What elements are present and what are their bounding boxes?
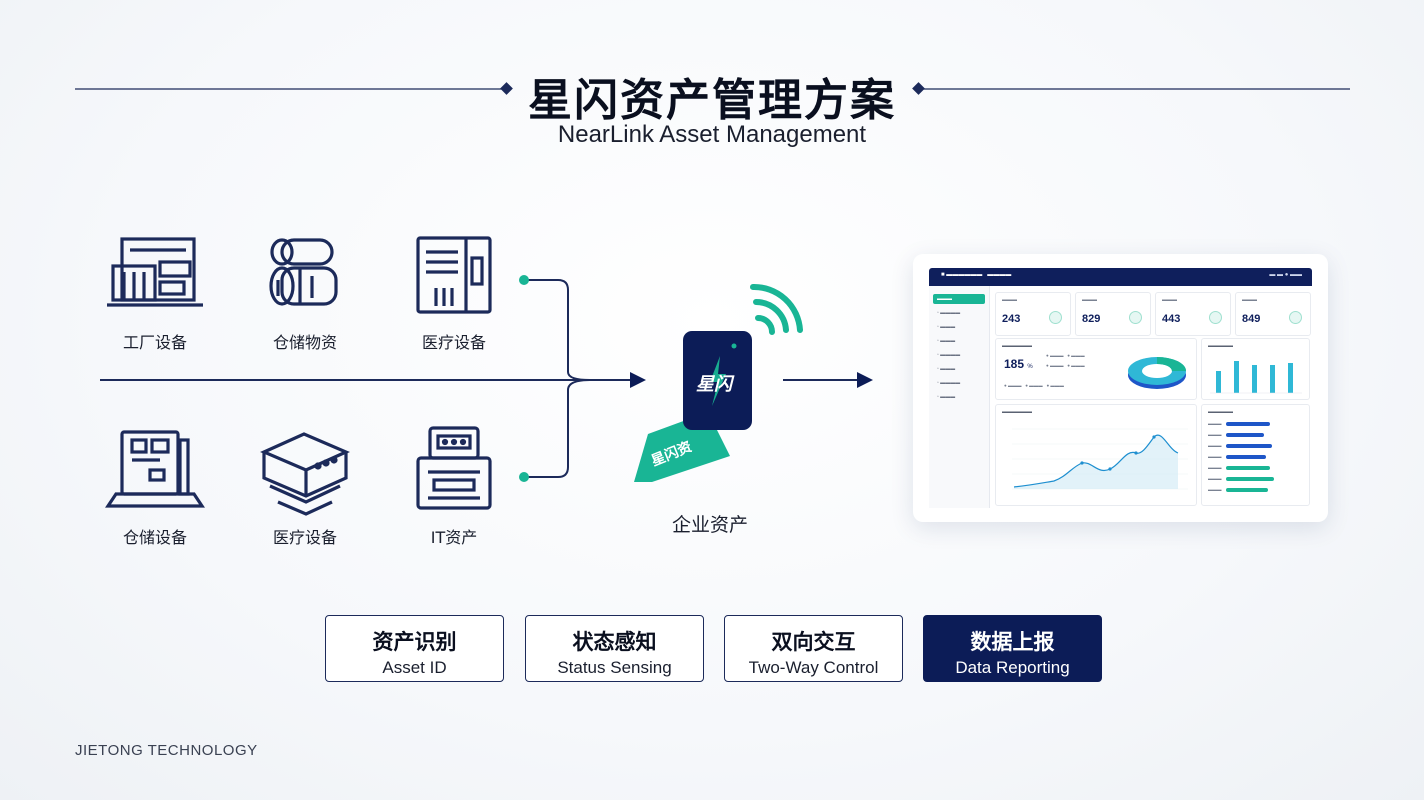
bar-chart: [1210, 361, 1302, 394]
enterprise-asset-label: 企业资产: [671, 514, 748, 536]
page-title: 星闪资产管理方案: [528, 75, 896, 126]
dashboard-user: ▬ ▬ ● ▬▬: [1269, 272, 1302, 278]
device-label-warehouse-supplies: 仓储物资: [272, 333, 337, 352]
feature-title: 双向交互: [771, 630, 856, 654]
feature-two-way-control: 双向交互 Two-Way Control: [724, 615, 903, 682]
sidebar-item: ▫ ▬▬▬: [937, 366, 956, 372]
dashboard-topbar: ■ ▬▬▬▬▬▬ ▬▬▬▬ ▬ ▬ ● ▬▬: [929, 268, 1312, 286]
device-label-factory: 工厂设备: [122, 333, 187, 352]
sidebar-item: ▫ ▬▬▬▬: [937, 380, 961, 386]
sidebar-item: ▫ ▬▬▬: [937, 394, 956, 400]
arrow-to-tag-icon: [630, 372, 646, 388]
factory-equipment-icon: [107, 237, 203, 307]
sidebar-item: ▫ ▬▬▬: [937, 338, 956, 344]
connector-lines: [100, 279, 630, 478]
tag-led-icon: [731, 343, 737, 349]
arrow-to-dashboard-icon: [857, 372, 873, 388]
medical-device-icon: [416, 236, 492, 314]
feature-title: 数据上报: [970, 630, 1055, 654]
title-decoration-left: [75, 82, 513, 95]
dashboard-logo: ■ ▬▬▬▬▬▬ ▬▬▬▬: [941, 272, 1012, 278]
device-label-warehouse-equipment: 仓储设备: [122, 528, 187, 547]
device-label-medical-2: 医疗设备: [272, 528, 337, 547]
tag-device-text: 星闪: [696, 374, 732, 395]
feature-subtitle: Data Reporting: [955, 658, 1070, 677]
kpi-card: ▬▬▬443: [1155, 292, 1231, 336]
feature-subtitle: Asset ID: [382, 658, 447, 677]
feature-title: 资产识别: [372, 630, 457, 654]
feature-status-sensing: 状态感知 Status Sensing: [525, 615, 704, 682]
connector-dot-bottom: [519, 472, 529, 482]
title-decoration-right: [912, 82, 1350, 95]
medical-server-icon: [260, 432, 350, 516]
company-name: JIETONG TECHNOLOGY: [75, 742, 258, 759]
sidebar-item: ▫ ▬▬▬▬: [937, 352, 961, 358]
status-value: 185 %: [1004, 357, 1033, 371]
warehouse-equipment-icon: [105, 430, 205, 508]
lightning-bolt-icon: [710, 356, 726, 406]
sidebar-item: ▫ ▬▬▬▬: [937, 310, 961, 316]
page-subtitle: NearLink Asset Management: [557, 121, 867, 148]
device-label-medical: 医疗设备: [421, 333, 486, 352]
kpi-card: ▬▬▬849: [1235, 292, 1311, 336]
line-chart: [1012, 428, 1188, 490]
sidebar-item-active: ▬▬▬: [933, 294, 985, 304]
donut-chart: [1128, 357, 1186, 389]
device-label-it-asset: IT资产: [430, 528, 478, 547]
feature-data-reporting: 数据上报 Data Reporting: [923, 615, 1102, 682]
dashboard-sidebar: ▬▬▬ ▫ ▬▬▬▬ ▫ ▬▬▬ ▫ ▬▬▬ ▫ ▬▬▬▬ ▫ ▬▬▬ ▫ ▬▬…: [929, 286, 990, 508]
status-panel: ▬▬▬▬▬▬ 185 % ● ▬▬▬ ● ▬▬▬ ● ▬▬▬ ● ▬▬▬ ● ▬…: [995, 338, 1197, 400]
dashboard-preview: ■ ▬▬▬▬▬▬ ▬▬▬▬ ▬ ▬ ● ▬▬ ▬▬▬ ▫ ▬▬▬▬ ▫ ▬▬▬ …: [913, 254, 1328, 522]
wireless-signal-icon: [750, 283, 803, 335]
feature-asset-id: 资产识别 Asset ID: [325, 615, 504, 682]
connector-dot-top: [519, 275, 529, 285]
feature-subtitle: Two-Way Control: [748, 658, 879, 677]
sidebar-item: ▫ ▬▬▬: [937, 324, 956, 330]
kpi-card: ▬▬▬243: [995, 292, 1071, 336]
kpi-card: ▬▬▬829: [1075, 292, 1151, 336]
it-asset-icon: [416, 426, 492, 510]
warehouse-supplies-icon: [269, 238, 338, 306]
line-chart-panel: ▬▬▬▬▬▬: [995, 404, 1197, 506]
feature-subtitle: Status Sensing: [557, 658, 672, 677]
ranking-panel: ▬▬▬▬▬ ▬▬▬ ▬▬▬ ▬▬▬ ▬▬▬ ▬▬▬ ▬▬▬ ▬▬▬: [1201, 404, 1310, 506]
feature-title: 状态感知: [572, 630, 657, 654]
bar-chart-panel: ▬▬▬▬▬: [1201, 338, 1310, 400]
